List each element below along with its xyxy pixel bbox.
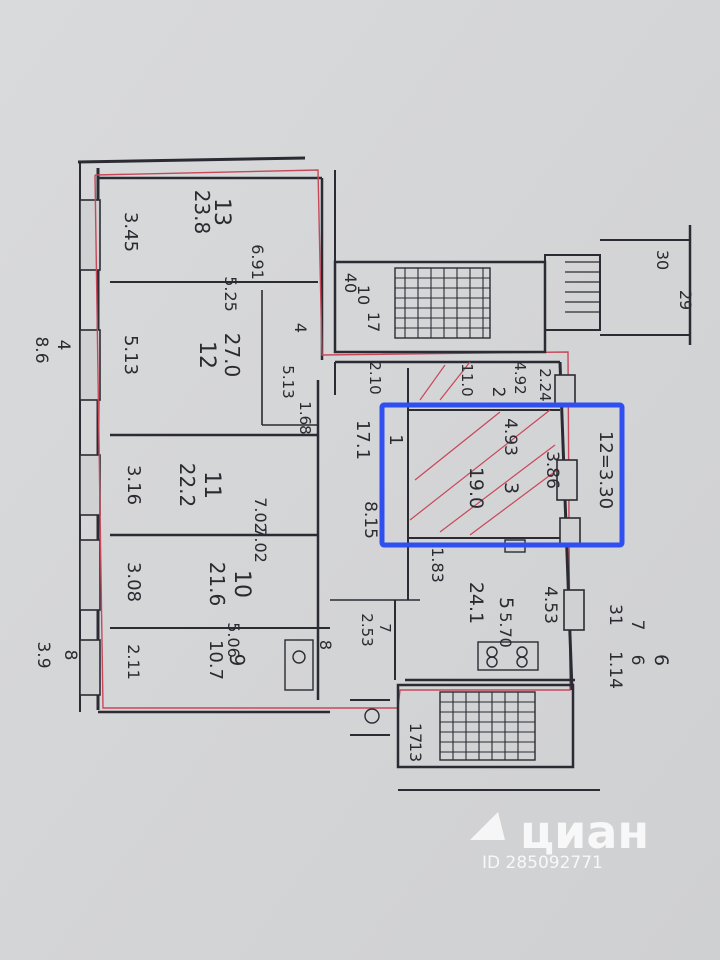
label-room30-no: 30 [653,250,672,270]
label-room13-area: 23.8 [190,190,214,235]
top-stairwell [333,225,692,354]
label-room11-area: 22.2 [175,463,199,508]
label-room9-w: 2.11 [124,644,143,680]
label-bottom-frac-bottom: 3.9 [33,641,53,668]
label-hall-no: 1 [385,434,406,445]
label-room3-no: 3 [500,482,522,494]
label-left-frac-top: 4 [53,340,73,351]
bottom-stairwell [350,683,600,791]
label-room5-d: 1.83 [428,547,447,583]
label-room11-w: 3.16 [123,465,144,505]
red-boundary [94,169,571,709]
label-room2-w: 4.92 [511,361,529,394]
label-room13-w: 3.45 [120,212,141,252]
label-hall-area: 17.1 [352,420,373,460]
label-room12-no: 12 [194,341,219,369]
label-stair-top-area: 17 [364,312,383,332]
label-room12-closet-w: 1.68 [296,401,314,434]
label-right-frac-mid: 31 [605,604,625,626]
left-windows [79,199,101,696]
label-room11-no: 11 [199,471,224,499]
label-stair-bottom-area: 13 [406,742,425,762]
watermark-id: ID 285092771 [482,853,603,873]
label-room5-area: 24.1 [465,582,487,624]
label-room12-closet-no: 4 [291,323,310,333]
label-room9-no: 9 [225,654,249,667]
label-room2-area: 11.0 [458,363,476,396]
highlight-total-label: 12=3.30 [595,431,616,509]
label-room30-area: 29 [676,290,695,310]
watermark-arrow-icon [470,812,505,840]
label-room3-l: 4.93 [500,418,520,456]
label-room10-l: 7.02 [251,527,270,563]
label-right-frac-right: 6 [627,655,647,666]
label-room5-no: 5 [495,597,517,609]
watermark-logo: циан [520,805,649,859]
highlight-box [379,402,625,548]
label-room7-w: 2.53 [358,613,376,646]
label-room10-area: 21.6 [205,562,229,607]
label-room13-no: 13 [209,198,234,226]
label-right-frac-bottom: 1.14 [605,651,625,689]
label-stair-bottom-no: 17 [406,723,425,743]
label-room11-l: 7.02 [251,497,270,533]
label-bottom-frac-top: 8 [60,650,80,661]
label-room6-no: 6 [650,654,672,666]
label-room12-l: 5.25 [221,276,240,312]
label-room13-l: 6.91 [248,244,267,280]
label-right-frac-top: 7 [627,620,647,631]
bathroom-fixtures [284,539,539,691]
label-room7-no: 7 [376,623,394,633]
label-hall-l: 8.15 [360,501,380,539]
watermark: циан ID 285092771 [470,805,649,873]
label-hall-w: 2.10 [366,361,384,394]
label-room3-area: 19.0 [465,467,487,509]
label-room9-area: 10.7 [205,640,226,680]
label-room9-l: 5.06 [224,622,243,658]
label-room8-no: 8 [316,640,335,650]
label-left-frac-bottom: 8.6 [31,336,51,363]
label-room5-w: 4.53 [540,586,560,624]
label-room12-area: 27.0 [220,333,244,378]
right-windows [554,374,585,631]
red-hatching [409,361,558,536]
label-stair-top-no: 10 [354,285,373,305]
label-room5-l: 5.70 [496,612,515,648]
label-room3-w: 3.86 [542,451,562,489]
label-stair-top-area2: 40 [341,273,360,293]
label-room2-no: 2 [488,387,508,398]
label-room12-closet-d: 5.13 [279,365,297,398]
label-room2-d: 2.24 [536,368,554,401]
label-room10-w: 3.08 [123,562,144,602]
label-room12-w: 5.13 [120,335,141,375]
label-room10-no: 10 [229,570,254,598]
